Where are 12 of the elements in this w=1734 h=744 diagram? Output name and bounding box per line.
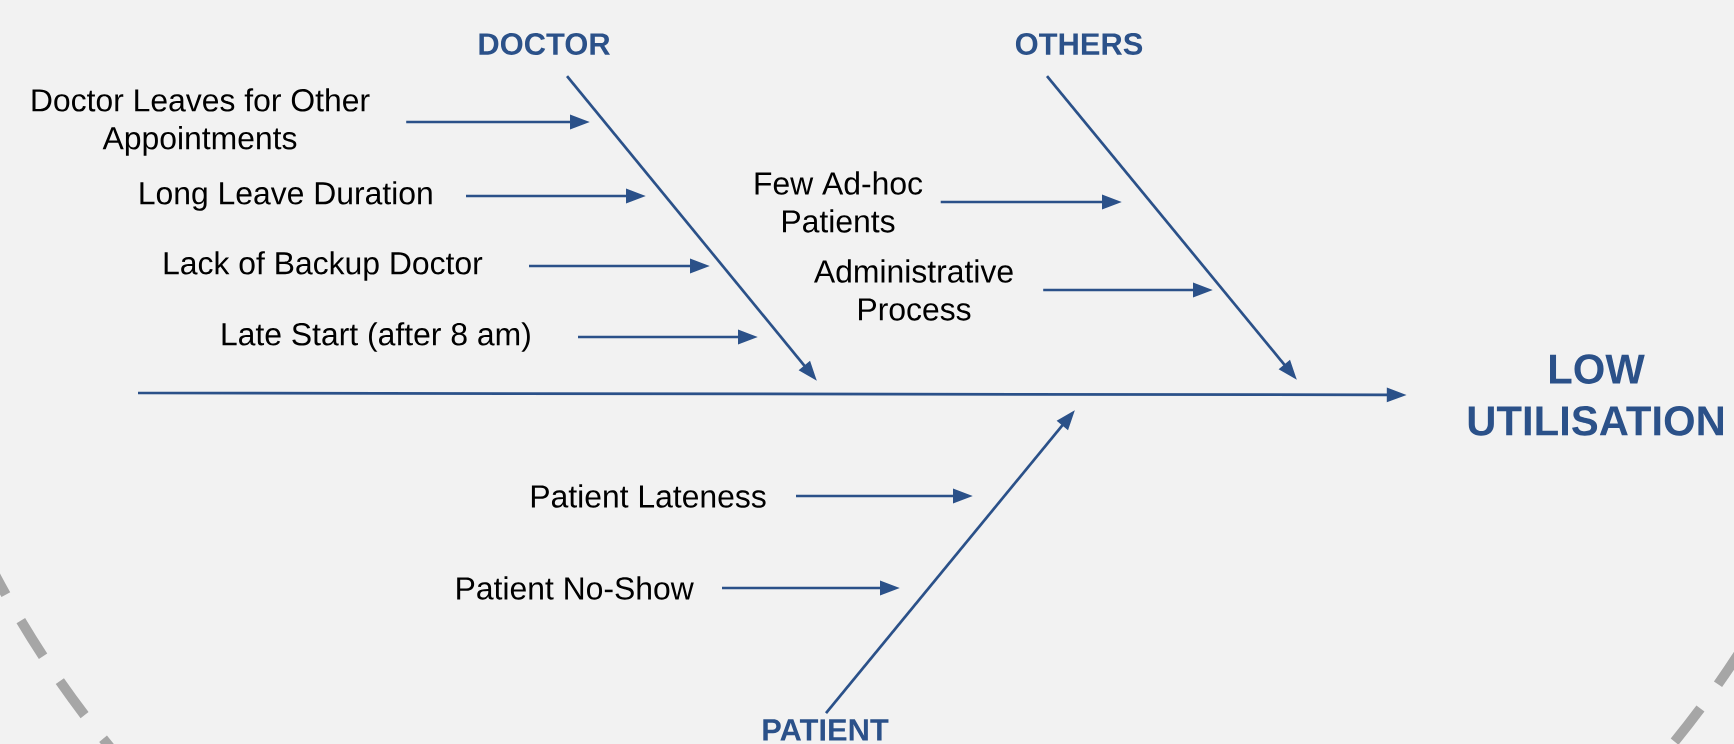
effect-label: LOW UTILISATION	[1468, 354, 1723, 436]
category-label: OTHERS	[1015, 33, 1143, 55]
cause-label: Few Ad-hoc Patients	[755, 171, 923, 233]
cause-label: Long Leave Duration	[140, 181, 432, 211]
cause-label: Administrative Process	[813, 259, 1013, 321]
cause-label: Doctor Leaves for Other Appointments	[32, 88, 370, 156]
category-label: DOCTOR	[479, 33, 610, 55]
cause-label: Patient No-Show	[457, 576, 694, 600]
cause-label: Patient Lateness	[531, 484, 766, 508]
cause-label: Lack of Backup Doctor	[164, 251, 483, 281]
category-label: PATIENT	[763, 719, 889, 741]
cause-label: Late Start (after 8 am)	[222, 322, 530, 352]
